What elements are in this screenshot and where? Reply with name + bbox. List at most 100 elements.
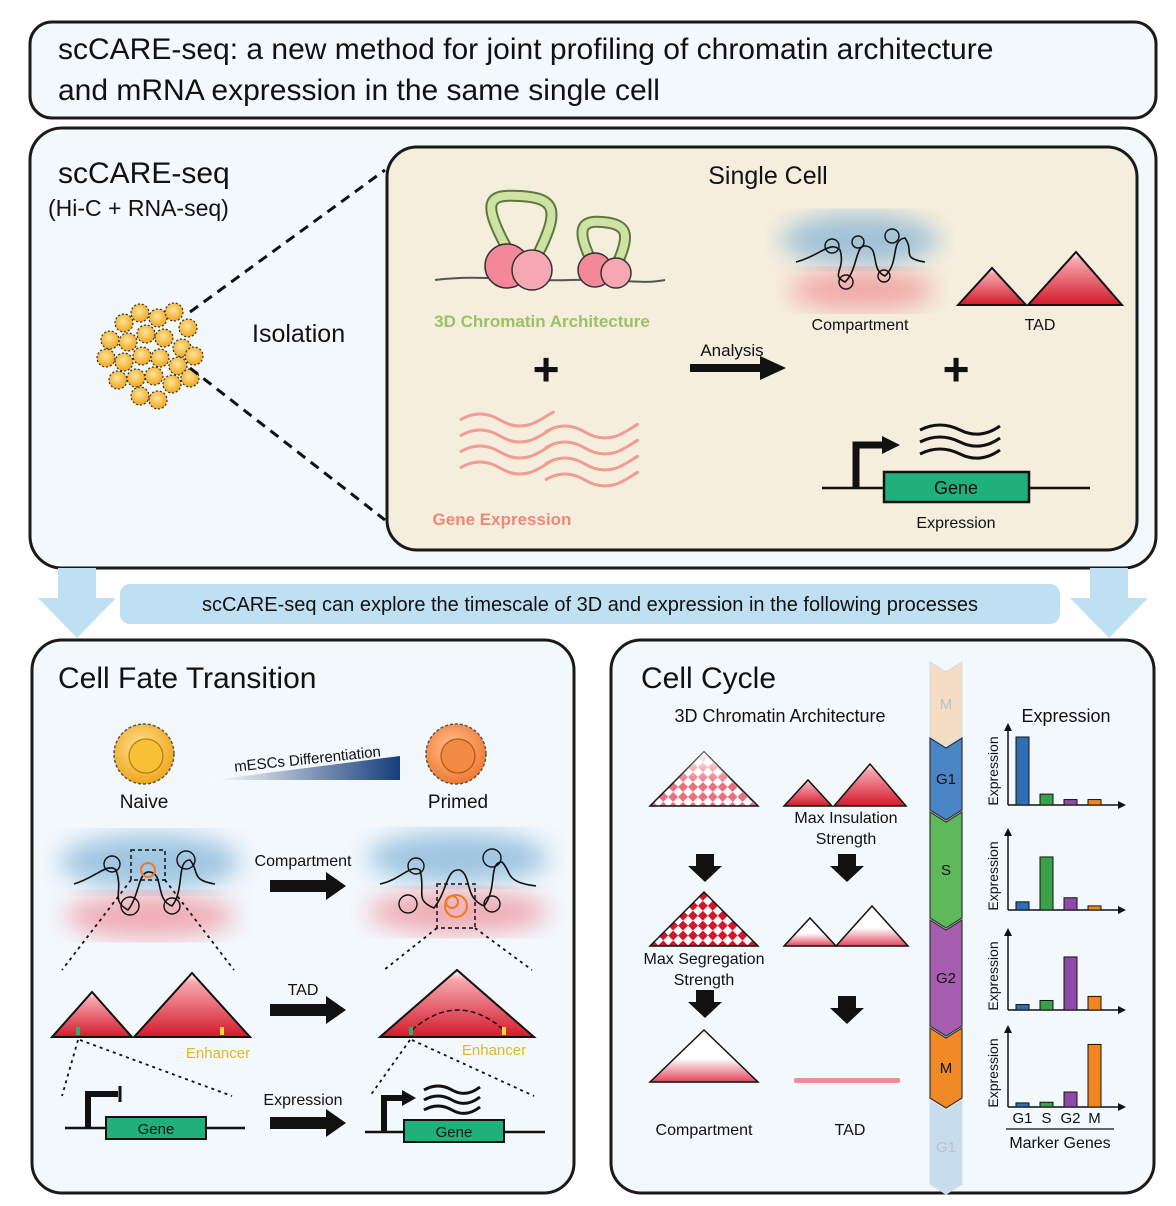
compartment-sequence	[648, 750, 760, 1083]
y-axis-arrowhead	[1004, 723, 1012, 731]
phase-label: S	[941, 862, 951, 879]
y-axis-arrowhead	[1004, 1025, 1012, 1033]
naive-zoom-left	[61, 879, 132, 971]
max-segregation-line-2: Strength	[674, 972, 734, 989]
banner-arrow-right	[1070, 568, 1148, 638]
plus-sign-left: +	[533, 343, 560, 395]
phase-label: G1	[936, 1139, 956, 1156]
max-segregation-line-1: Max Segregation	[644, 951, 765, 968]
banner-arrow-left	[38, 568, 116, 638]
gene-expression-illustration	[822, 423, 1090, 504]
x-axis-arrowhead	[1118, 1006, 1126, 1014]
marker-gene-bar-charts: ExpressionExpressionExpressionExpression…	[985, 723, 1126, 1130]
chromatin-label: 3D Chromatin Architecture	[434, 312, 650, 331]
marker-gene-tick-label: G1	[1012, 1110, 1032, 1127]
expression-heading: Expression	[1021, 706, 1110, 726]
analysis-arrow	[690, 356, 786, 380]
x-axis-arrowhead	[1118, 906, 1126, 914]
bar-s	[1039, 856, 1054, 911]
naive-gene-zoom-left	[61, 1039, 79, 1097]
expression-step-arrow	[270, 1109, 346, 1137]
analysis-label: Analysis	[700, 341, 763, 360]
cell-cycle-title: Cell Cycle	[641, 662, 776, 695]
y-axis-label: Expression	[985, 1038, 1001, 1107]
y-axis-arrowhead	[1004, 828, 1012, 836]
enhancer-label-left: Enhancer	[186, 1045, 250, 1062]
bar-g1	[1015, 736, 1030, 806]
phase-chevron-s	[929, 810, 963, 929]
bar-g1	[1015, 1102, 1030, 1108]
method-heading: scCARE-seq	[58, 157, 230, 190]
phase-label: M	[940, 1060, 953, 1077]
naive-gene-zoom-right	[79, 1039, 233, 1097]
phase-label: G1	[936, 771, 956, 788]
marker-gene-tick-label: M	[1088, 1110, 1101, 1127]
bar-g2	[1063, 956, 1078, 1011]
banner: scCARE-seq can explore the timescale of …	[38, 568, 1148, 638]
bar-g1	[1015, 901, 1030, 911]
bar-m	[1087, 905, 1102, 911]
y-axis-label: Expression	[985, 736, 1001, 805]
bar-chart-m: Expression	[985, 1025, 1126, 1111]
cell-cycle-panel: Cell Cycle 3D Chromatin Architecture Exp…	[609, 638, 1156, 1195]
cell-fate-title: Cell Fate Transition	[58, 662, 316, 695]
gene-label-left: Gene	[138, 1121, 175, 1138]
phase-chevron-g2	[929, 918, 963, 1037]
naive-label: Naive	[120, 792, 169, 813]
title-box: scCARE-seq: a new method for joint profi…	[28, 20, 1158, 120]
cc-tad-label: TAD	[835, 1122, 866, 1139]
method-panel: scCARE-seq (Hi-C + RNA-seq)	[28, 126, 1158, 570]
x-axis-arrowhead	[1118, 1103, 1126, 1111]
y-axis-arrowhead	[1004, 928, 1012, 936]
phase-chevron-g1	[929, 1098, 963, 1195]
bar-chart-g2: Expression	[985, 928, 1126, 1014]
naive-zoom-right	[164, 879, 235, 971]
marker-gene-tick-label: G2	[1060, 1110, 1080, 1127]
plus-sign-right: +	[943, 343, 970, 395]
chromatin-loops-illustration	[434, 189, 666, 291]
single-cell-title: Single Cell	[708, 162, 828, 190]
max-insulation-line-2: Strength	[816, 831, 876, 848]
marker-gene-tick-label: S	[1041, 1110, 1051, 1127]
bar-g2	[1063, 897, 1078, 911]
primed-zoom-left	[383, 927, 438, 971]
bar-chart-g1: Expression	[985, 723, 1126, 809]
marker-genes-axis-title: Marker Genes	[1009, 1135, 1110, 1152]
naive-cell-icon	[113, 723, 175, 785]
cell-cluster	[96, 302, 204, 410]
primed-tad-illustration	[377, 968, 537, 1038]
cc-compartment-label: Compartment	[656, 1122, 753, 1139]
primed-gene-zoom-right	[411, 1039, 535, 1097]
naive-tad-illustration	[49, 971, 253, 1038]
cell-fate-panel: Cell Fate Transition Naive Primed mESCs …	[30, 638, 576, 1195]
gene-label-right: Gene	[436, 1124, 473, 1141]
tad-step-label: TAD	[288, 982, 319, 999]
bar-g2	[1063, 1091, 1078, 1108]
tad-illustration	[955, 250, 1125, 306]
chromatin-heading: 3D Chromatin Architecture	[674, 706, 885, 726]
single-cell-box: Single Cell 3D Chromatin Architecture +	[385, 145, 1139, 552]
phase-label: G2	[936, 970, 956, 987]
isolation-label: Isolation	[252, 320, 345, 348]
naive-compartment-illustration	[60, 834, 240, 938]
title-line-1: scCARE-seq: a new method for joint profi…	[58, 33, 993, 66]
mrna-waves-illustration	[459, 410, 639, 488]
phase-chevron-m	[929, 1026, 963, 1109]
method-subheading: (Hi-C + RNA-seq)	[48, 195, 229, 221]
primed-cell-icon	[425, 723, 487, 785]
bar-m	[1087, 799, 1102, 806]
primed-compartment-illustration	[368, 832, 548, 934]
expression-label: Expression	[916, 515, 995, 532]
max-insulation-line-1: Max Insulation	[794, 810, 897, 827]
enhancer-label-right: Enhancer	[462, 1042, 526, 1059]
bar-s	[1039, 793, 1054, 806]
differentiation-wedge	[212, 756, 400, 780]
compartment-label: Compartment	[812, 317, 909, 334]
banner-text: scCARE-seq can explore the timescale of …	[202, 594, 978, 616]
gene-box-label: Gene	[934, 478, 978, 498]
y-axis-label: Expression	[985, 841, 1001, 910]
bar-m	[1087, 1043, 1102, 1108]
tad-label: TAD	[1025, 317, 1056, 334]
bar-g1	[1015, 1004, 1030, 1011]
